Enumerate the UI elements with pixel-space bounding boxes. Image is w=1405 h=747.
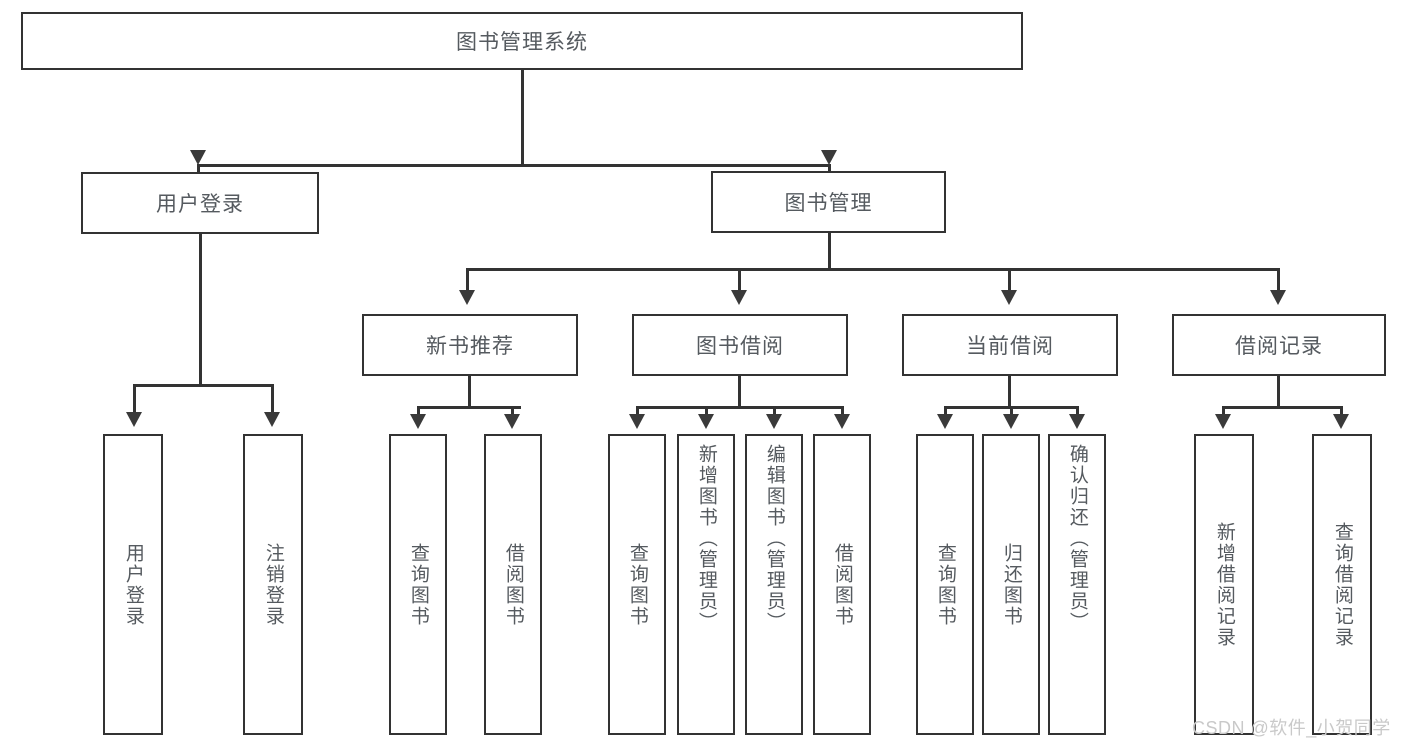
leaf-label: 查询借阅记录 xyxy=(1331,521,1353,648)
leaf-user-login[interactable]: 用户登录 xyxy=(103,434,163,735)
connector-bm-to-current xyxy=(1008,268,1011,292)
arrowhead-borrow-leaf-4 xyxy=(834,414,850,429)
arrowhead-borrow-records xyxy=(1270,290,1286,305)
leaf-borrow-add-book-admin[interactable]: 新增图书（管理员） xyxy=(677,434,735,735)
connector-records-bar xyxy=(1222,406,1342,409)
arrowhead-newbook-leaf-1 xyxy=(410,414,426,429)
connector-borrow-stem xyxy=(738,376,741,408)
connector-newbook-bar xyxy=(417,406,521,409)
arrowhead-leaf-logout xyxy=(264,412,280,427)
arrowhead-records-leaf-1 xyxy=(1215,414,1231,429)
connector-book-mgmt-stem xyxy=(828,233,831,270)
leaf-label: 新增借阅记录 xyxy=(1213,521,1235,648)
leaf-label: 注销登录 xyxy=(262,542,284,627)
arrowhead-borrow-leaf-1 xyxy=(629,414,645,429)
connector-newbook-stem xyxy=(468,376,471,408)
connector-borrow-leaf-4 xyxy=(841,406,844,416)
node-root-system[interactable]: 图书管理系统 xyxy=(21,12,1023,70)
connector-current-leaf-1 xyxy=(944,406,947,416)
connector-newbook-leaf-2 xyxy=(511,406,514,416)
connector-current-leaf-2 xyxy=(1010,406,1013,416)
connector-borrow-leaf-3 xyxy=(773,406,776,416)
arrowhead-user-login xyxy=(190,150,206,165)
leaf-borrow-edit-book-admin[interactable]: 编辑图书（管理员） xyxy=(745,434,803,735)
node-borrow-records[interactable]: 借阅记录 xyxy=(1172,314,1386,376)
connector-newbook-leaf-1 xyxy=(417,406,420,416)
connector-bm-to-borrow xyxy=(738,268,741,292)
leaf-label: 新增图书（管理员） xyxy=(695,444,717,633)
connector-current-leaf-3 xyxy=(1076,406,1079,416)
connector-book-mgmt-bar xyxy=(466,268,1279,271)
leaf-newbook-query-book[interactable]: 查询图书 xyxy=(389,434,447,735)
arrowhead-leaf-user-login xyxy=(126,412,142,427)
leaf-current-return-book[interactable]: 归还图书 xyxy=(982,434,1040,735)
leaf-records-add-record[interactable]: 新增借阅记录 xyxy=(1194,434,1254,735)
leaf-label: 借阅图书 xyxy=(831,542,853,627)
connector-user-login-to-leaf-2 xyxy=(271,384,274,412)
connector-user-login-to-leaf-1 xyxy=(133,384,136,412)
connector-borrow-bar xyxy=(636,406,844,409)
connector-root-bar xyxy=(197,164,831,167)
leaf-borrow-query-book[interactable]: 查询图书 xyxy=(608,434,666,735)
connector-records-leaf-1 xyxy=(1222,406,1225,416)
connector-bm-to-records xyxy=(1277,268,1280,292)
connector-borrow-leaf-2 xyxy=(705,406,708,416)
node-new-book-recommend[interactable]: 新书推荐 xyxy=(362,314,578,376)
arrowhead-book-borrow xyxy=(731,290,747,305)
node-current-borrow[interactable]: 当前借阅 xyxy=(902,314,1118,376)
arrowhead-book-mgmt xyxy=(821,150,837,165)
connector-records-leaf-2 xyxy=(1340,406,1343,416)
connector-records-stem xyxy=(1277,376,1280,408)
csdn-watermark: CSDN @软件_小贺同学 xyxy=(1192,718,1391,738)
leaf-borrow-borrow-book[interactable]: 借阅图书 xyxy=(813,434,871,735)
arrowhead-records-leaf-2 xyxy=(1333,414,1349,429)
connector-current-stem xyxy=(1008,376,1011,408)
leaf-label: 用户登录 xyxy=(122,542,144,627)
connector-user-login-bar xyxy=(133,384,273,387)
arrowhead-current-leaf-1 xyxy=(937,414,953,429)
arrowhead-borrow-leaf-2 xyxy=(698,414,714,429)
arrowhead-new-book-rec xyxy=(459,290,475,305)
arrowhead-current-borrow xyxy=(1001,290,1017,305)
arrowhead-borrow-leaf-3 xyxy=(766,414,782,429)
leaf-label: 查询图书 xyxy=(407,542,429,627)
connector-root-stem xyxy=(521,70,524,166)
arrowhead-current-leaf-3 xyxy=(1069,414,1085,429)
leaf-label: 借阅图书 xyxy=(502,542,524,627)
connector-borrow-leaf-1 xyxy=(636,406,639,416)
node-book-management[interactable]: 图书管理 xyxy=(711,171,946,233)
leaf-records-query-record[interactable]: 查询借阅记录 xyxy=(1312,434,1372,735)
leaf-label: 查询图书 xyxy=(934,542,956,627)
leaf-label: 编辑图书（管理员） xyxy=(763,444,785,633)
arrowhead-current-leaf-2 xyxy=(1003,414,1019,429)
leaf-label: 查询图书 xyxy=(626,542,648,627)
connector-bm-to-new-book xyxy=(466,268,469,292)
leaf-logout[interactable]: 注销登录 xyxy=(243,434,303,735)
leaf-label: 确认归还（管理员） xyxy=(1066,444,1088,633)
leaf-label: 归还图书 xyxy=(1000,542,1022,627)
arrowhead-newbook-leaf-2 xyxy=(504,414,520,429)
node-book-borrow[interactable]: 图书借阅 xyxy=(632,314,848,376)
leaf-current-query-book[interactable]: 查询图书 xyxy=(916,434,974,735)
leaf-current-confirm-return-admin[interactable]: 确认归还（管理员） xyxy=(1048,434,1106,735)
connector-user-login-stem xyxy=(199,234,202,386)
node-user-login[interactable]: 用户登录 xyxy=(81,172,319,234)
leaf-newbook-borrow-book[interactable]: 借阅图书 xyxy=(484,434,542,735)
